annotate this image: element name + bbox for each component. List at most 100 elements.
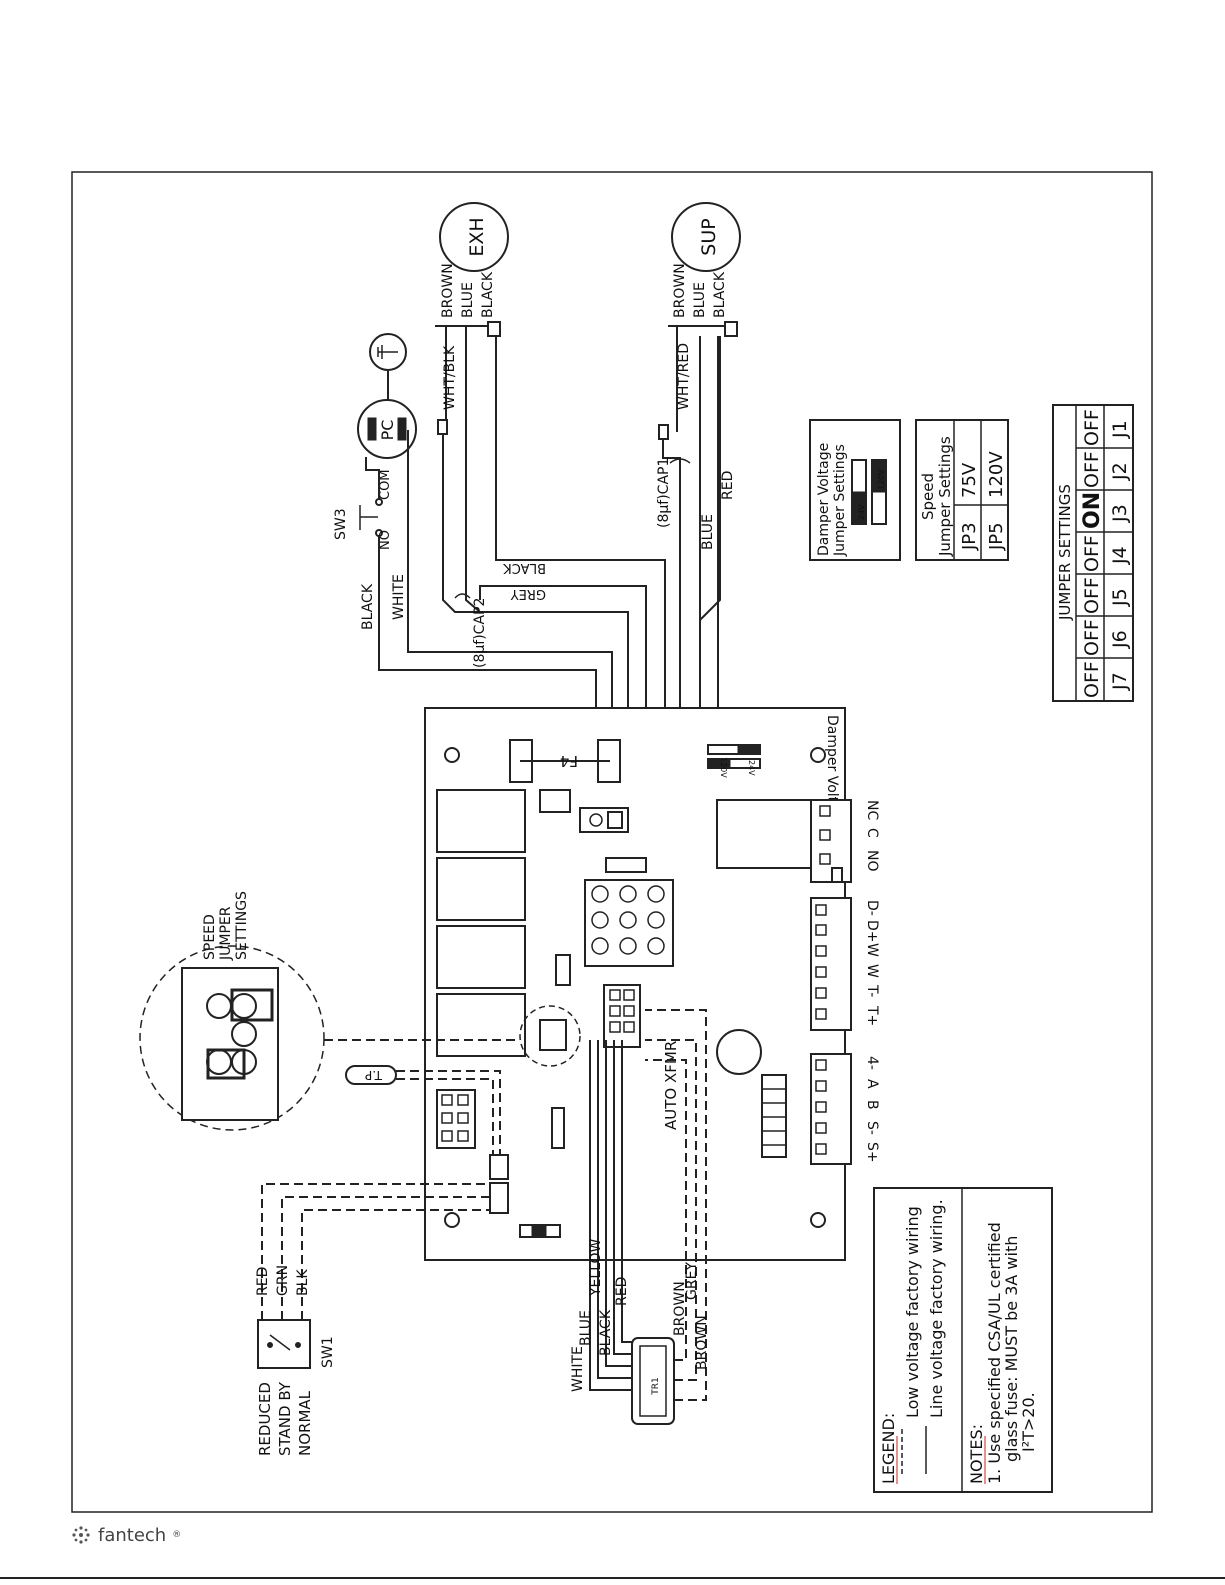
- speed-jumper-callout: SPEED JUMPER SETTINGS: [139, 891, 520, 1131]
- sup-label: SUP: [698, 218, 720, 255]
- jumper-j2-value: OFF: [1081, 451, 1103, 488]
- board-24v: 24V: [747, 760, 756, 776]
- comm-term-4-minus: 4-: [864, 1056, 880, 1070]
- speed-table-jp3: JP3: [959, 522, 980, 551]
- sup-wire-brown: BROWN: [672, 263, 688, 318]
- jumper-j3-name: J3: [1109, 504, 1131, 523]
- wire-label-wht-blk: WHT/BLK: [442, 345, 458, 410]
- tr1-wire-brown-1: BROWN: [672, 1281, 688, 1336]
- ctrl-term-w1: W: [864, 943, 880, 957]
- footer-rule: [0, 1577, 1225, 1579]
- tr1-wire-blue: BLUE: [578, 1310, 594, 1346]
- sw1-label: SW1: [320, 1336, 336, 1368]
- thermistor-probe: T.P: [345, 1065, 501, 1155]
- tr1-wire-red: RED: [614, 1277, 630, 1306]
- notes-line-1: 1. Use specified CSA/UL certified: [985, 1222, 1004, 1484]
- ctrl-term-d-minus: D-: [864, 900, 880, 916]
- speed-table-jp3-value: 75V: [959, 462, 980, 498]
- wire-label-blue-mid: BLUE: [700, 514, 716, 550]
- sw3-label: SW3: [333, 508, 349, 540]
- jumper-j1-value: OFF: [1081, 409, 1103, 446]
- sw1-switch: RED GRN BLK SW1 REDUCED STAND BY NORMAL: [255, 1183, 490, 1456]
- cap1-label: (8µf)CAP1: [656, 458, 672, 528]
- jumper-settings-table: JUMPER SETTINGS OFF OFF OFF OFF ON OFF O…: [1052, 404, 1134, 702]
- wire-label-red-mid: RED: [720, 471, 736, 500]
- relay-term-no: NO: [864, 850, 880, 872]
- speed-table-jp5: JP5: [986, 522, 1007, 551]
- damper-voltage-table: Damper Voltage Jumper Settings 24V 120V: [809, 419, 901, 561]
- damper-opt-120v: 120V: [877, 469, 886, 490]
- sw3-no-label: NO: [378, 530, 393, 550]
- tr1-wire-white: WHITE: [570, 1346, 586, 1392]
- wire-label-grey: GREY: [511, 586, 546, 601]
- comm-term-s-plus: S+: [864, 1142, 880, 1163]
- pc-label: PC: [378, 420, 397, 441]
- legend-low: Low voltage factory wiring: [903, 1206, 922, 1418]
- tr1-wire-black: BLACK: [598, 1309, 614, 1356]
- wire-label-wht-red: WHT/RED: [676, 343, 692, 410]
- sw1-reduced: REDUCED: [256, 1382, 274, 1456]
- transformer-tr1: TR1 WHITE BLUE YELLOW BLACK RED BROWN GR…: [570, 1009, 710, 1425]
- legend-title: LEGEND:: [879, 1413, 898, 1484]
- speed-table-title-2: Jumper Settings: [936, 436, 954, 557]
- damper-table-title-1: Damper Voltage: [816, 443, 832, 556]
- notes-line-3: I²T>20.: [1019, 1392, 1038, 1452]
- notes-line-2: glass fuse: MUST be 3A with: [1002, 1236, 1021, 1462]
- control-board: F4 Damper Voltage 120V 24V NC C NO: [424, 707, 880, 1261]
- jumper-j2-name: J2: [1109, 462, 1131, 481]
- jumper-table-title: JUMPER SETTINGS: [1056, 484, 1074, 621]
- brand-name: fantech: [98, 1524, 167, 1546]
- jumper-j7-value: OFF: [1081, 661, 1103, 698]
- speed-callout-line-1: SPEED: [202, 914, 218, 960]
- ctrl-term-w2: W: [864, 964, 880, 978]
- sup-wire-black: BLACK: [712, 271, 728, 318]
- exh-wire-brown: BROWN: [440, 263, 456, 318]
- sw1-standby: STAND BY: [276, 1381, 294, 1456]
- ground-symbol: [369, 333, 407, 400]
- damper-opt-24v: 24V: [857, 504, 866, 520]
- pc-plug: PC: [357, 399, 417, 459]
- sw1-wire-grn: GRN: [275, 1265, 291, 1296]
- tr1-wire-grey: GREY: [684, 1262, 700, 1300]
- comm-term-b: B: [864, 1100, 880, 1110]
- brand-mark: ®: [172, 1530, 182, 1540]
- legend-line: Line voltage factory wiring.: [927, 1199, 946, 1418]
- sw1-wire-red: RED: [255, 1267, 271, 1296]
- speed-table-title-1: Speed: [919, 473, 937, 520]
- sup-motor: SUP BROWN BLUE BLACK: [668, 202, 741, 337]
- sw1-normal: NORMAL: [296, 1390, 314, 1456]
- diagram-frame: [71, 171, 1153, 1513]
- sw3-com-label: COM: [378, 469, 393, 500]
- ctrl-term-d-plus: D+: [864, 920, 880, 943]
- ctrl-term-t-minus: T-: [864, 984, 880, 997]
- exh-wire-blue: BLUE: [460, 282, 476, 318]
- speed-callout-line-2: JUMPER: [218, 906, 234, 961]
- jumper-j6-value: OFF: [1081, 619, 1103, 656]
- speed-jumper-table: Speed Jumper Settings JP3 75V JP5 120V: [915, 419, 1009, 561]
- jumper-j5-name: J5: [1109, 588, 1131, 607]
- tr1-label: TR1: [651, 1377, 661, 1395]
- comm-term-s-minus: S-: [864, 1121, 880, 1135]
- brand-logo: fantech ®: [70, 1524, 181, 1546]
- jumper-j1-name: J1: [1109, 420, 1131, 439]
- relay-term-nc: NC: [864, 800, 880, 820]
- speed-table-jp5-value: 120V: [986, 451, 1007, 498]
- jumper-j4-name: J4: [1109, 546, 1131, 565]
- exh-label: EXH: [466, 217, 488, 256]
- damper-table-title-2: Jumper Settings: [832, 444, 848, 557]
- speed-callout-line-3: SETTINGS: [234, 891, 250, 960]
- jumper-j5-value: OFF: [1081, 577, 1103, 614]
- fantech-logo-icon: [72, 1526, 90, 1544]
- jumper-j6-name: J6: [1109, 630, 1131, 649]
- sw3-switch: SW3 NO COM: [333, 457, 393, 570]
- cap2-label: (8µf)CAP2: [472, 598, 488, 668]
- fuse-label: F4: [560, 752, 578, 770]
- notes-title: NOTES:: [967, 1424, 986, 1484]
- legend-notes-box: LEGEND: Low voltage factory wiring Line …: [873, 1187, 1053, 1493]
- wire-label-white-left: WHITE: [391, 574, 407, 620]
- sw1-wire-blk: BLK: [295, 1269, 311, 1296]
- auto-xfmr-label: AUTO XFMR: [662, 1041, 680, 1130]
- sup-wire-blue: BLUE: [692, 282, 708, 318]
- wire-label-black-top: BLACK: [503, 560, 546, 575]
